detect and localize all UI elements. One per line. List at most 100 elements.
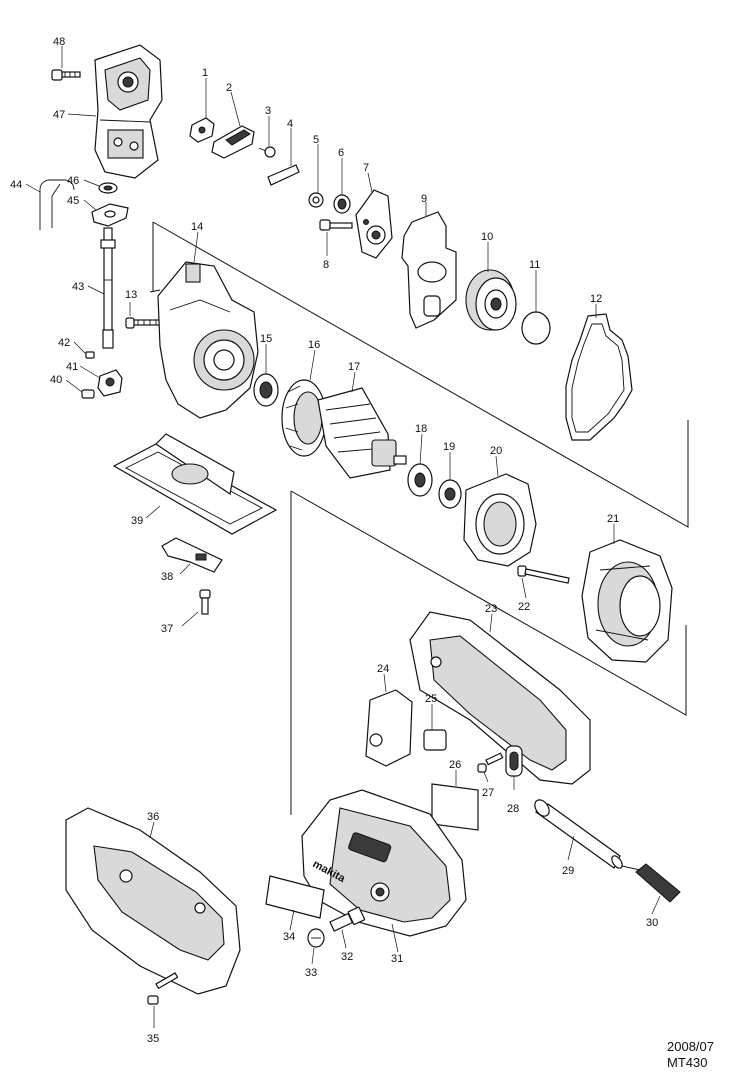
callout-21: 21 bbox=[607, 513, 619, 525]
callout-7: 7 bbox=[363, 162, 369, 174]
part-11-washer bbox=[521, 311, 551, 345]
part-46-washer bbox=[98, 182, 118, 194]
callout-19: 19 bbox=[443, 441, 455, 453]
part-15-bearing bbox=[253, 373, 279, 407]
callout-20: 20 bbox=[490, 445, 502, 457]
callout-27: 27 bbox=[482, 787, 494, 799]
callout-8: 8 bbox=[323, 259, 329, 271]
part-17-armature bbox=[317, 387, 407, 479]
part-13-screw bbox=[125, 317, 165, 329]
part-21-field bbox=[581, 539, 673, 663]
callout-40: 40 bbox=[50, 374, 62, 386]
callout-45: 45 bbox=[67, 195, 79, 207]
callout-33: 33 bbox=[305, 967, 317, 979]
part-32-carbon-brush bbox=[329, 906, 366, 932]
part-7-crank bbox=[355, 189, 393, 259]
footer-date: 2008/07 bbox=[667, 1039, 714, 1054]
callout-48: 48 bbox=[53, 36, 65, 48]
part-26-label bbox=[431, 783, 479, 831]
callout-26: 26 bbox=[449, 759, 461, 771]
callout-29: 29 bbox=[562, 865, 574, 877]
callout-3: 3 bbox=[265, 105, 271, 117]
callout-22: 22 bbox=[518, 601, 530, 613]
callout-42: 42 bbox=[58, 337, 70, 349]
callout-15: 15 bbox=[260, 333, 272, 345]
part-48-screw bbox=[51, 69, 81, 81]
part-18-bearing bbox=[407, 463, 433, 497]
callout-2: 2 bbox=[226, 82, 232, 94]
callout-44: 44 bbox=[10, 179, 22, 191]
part-19-bearing bbox=[438, 479, 462, 509]
callout-34: 34 bbox=[283, 931, 295, 943]
callout-9: 9 bbox=[421, 193, 427, 205]
callout-23: 23 bbox=[485, 603, 497, 615]
callout-17: 17 bbox=[348, 361, 360, 373]
assembly-frame-lower bbox=[290, 490, 687, 815]
part-41-clamp bbox=[97, 369, 123, 397]
part-16-fan bbox=[281, 379, 327, 457]
part-34-label bbox=[265, 875, 325, 919]
part-42-screw bbox=[85, 351, 95, 359]
callout-4: 4 bbox=[287, 118, 293, 130]
callout-1: 1 bbox=[202, 67, 208, 79]
callout-25: 25 bbox=[425, 693, 437, 705]
part-44-spring-rod bbox=[39, 179, 75, 230]
callout-30: 30 bbox=[646, 917, 658, 929]
callout-10: 10 bbox=[481, 231, 493, 243]
callout-28: 28 bbox=[507, 803, 519, 815]
part-31-motor-housing: makita bbox=[301, 789, 467, 937]
part-30-cord bbox=[621, 863, 681, 903]
part-43-plunger bbox=[100, 227, 116, 349]
callout-14: 14 bbox=[191, 221, 203, 233]
callout-6: 6 bbox=[338, 147, 344, 159]
callout-37: 37 bbox=[161, 623, 173, 635]
part-23-handle-half bbox=[409, 611, 591, 785]
part-6-bearing bbox=[333, 194, 351, 214]
callout-41: 41 bbox=[66, 361, 78, 373]
part-2-holder bbox=[211, 125, 255, 159]
callout-32: 32 bbox=[341, 951, 353, 963]
callout-31: 31 bbox=[391, 953, 403, 965]
part-22-screw bbox=[517, 565, 570, 584]
callout-13: 13 bbox=[125, 289, 137, 301]
part-28-clamp bbox=[505, 745, 523, 777]
part-12-gasket bbox=[565, 313, 633, 441]
callout-46: 46 bbox=[67, 175, 79, 187]
part-20-baffle bbox=[463, 473, 537, 567]
part-29-strain-relief bbox=[534, 799, 623, 869]
part-33-cap bbox=[307, 928, 325, 948]
callout-5: 5 bbox=[313, 134, 319, 146]
part-14-housing bbox=[157, 261, 259, 419]
part-35-screw bbox=[147, 972, 179, 1005]
callout-36: 36 bbox=[147, 811, 159, 823]
part-5-ring bbox=[308, 192, 324, 208]
assembly-frame-upper bbox=[149, 221, 689, 528]
part-36-handle-cover bbox=[65, 807, 241, 995]
footer-model: MT430 bbox=[667, 1055, 708, 1070]
part-39-base bbox=[112, 433, 278, 535]
callout-47: 47 bbox=[53, 109, 65, 121]
part-8-screw bbox=[319, 219, 353, 231]
callout-12: 12 bbox=[590, 293, 602, 305]
callout-35: 35 bbox=[147, 1033, 159, 1045]
callout-39: 39 bbox=[131, 515, 143, 527]
part-9-slider bbox=[401, 211, 457, 329]
part-38-lever bbox=[161, 537, 223, 573]
part-4-plate bbox=[267, 164, 300, 186]
footer: 2008/07 MT430 bbox=[667, 1039, 714, 1071]
part-25-capacitor bbox=[423, 729, 447, 751]
part-37-screw bbox=[199, 589, 211, 615]
part-24-switch bbox=[365, 689, 413, 767]
callout-labels: 48 47 1 2 3 4 5 6 7 8 9 10 11 12 44 46 4… bbox=[10, 36, 658, 1045]
callout-18: 18 bbox=[415, 423, 427, 435]
part-40-screw bbox=[81, 389, 95, 399]
callout-38: 38 bbox=[161, 571, 173, 583]
part-47-gear-housing bbox=[94, 44, 163, 179]
callout-24: 24 bbox=[377, 663, 389, 675]
callout-11: 11 bbox=[529, 259, 540, 271]
part-10-gear bbox=[465, 269, 517, 331]
part-1-clip bbox=[189, 117, 215, 143]
part-27-screw bbox=[477, 752, 504, 773]
callout-43: 43 bbox=[72, 281, 84, 293]
